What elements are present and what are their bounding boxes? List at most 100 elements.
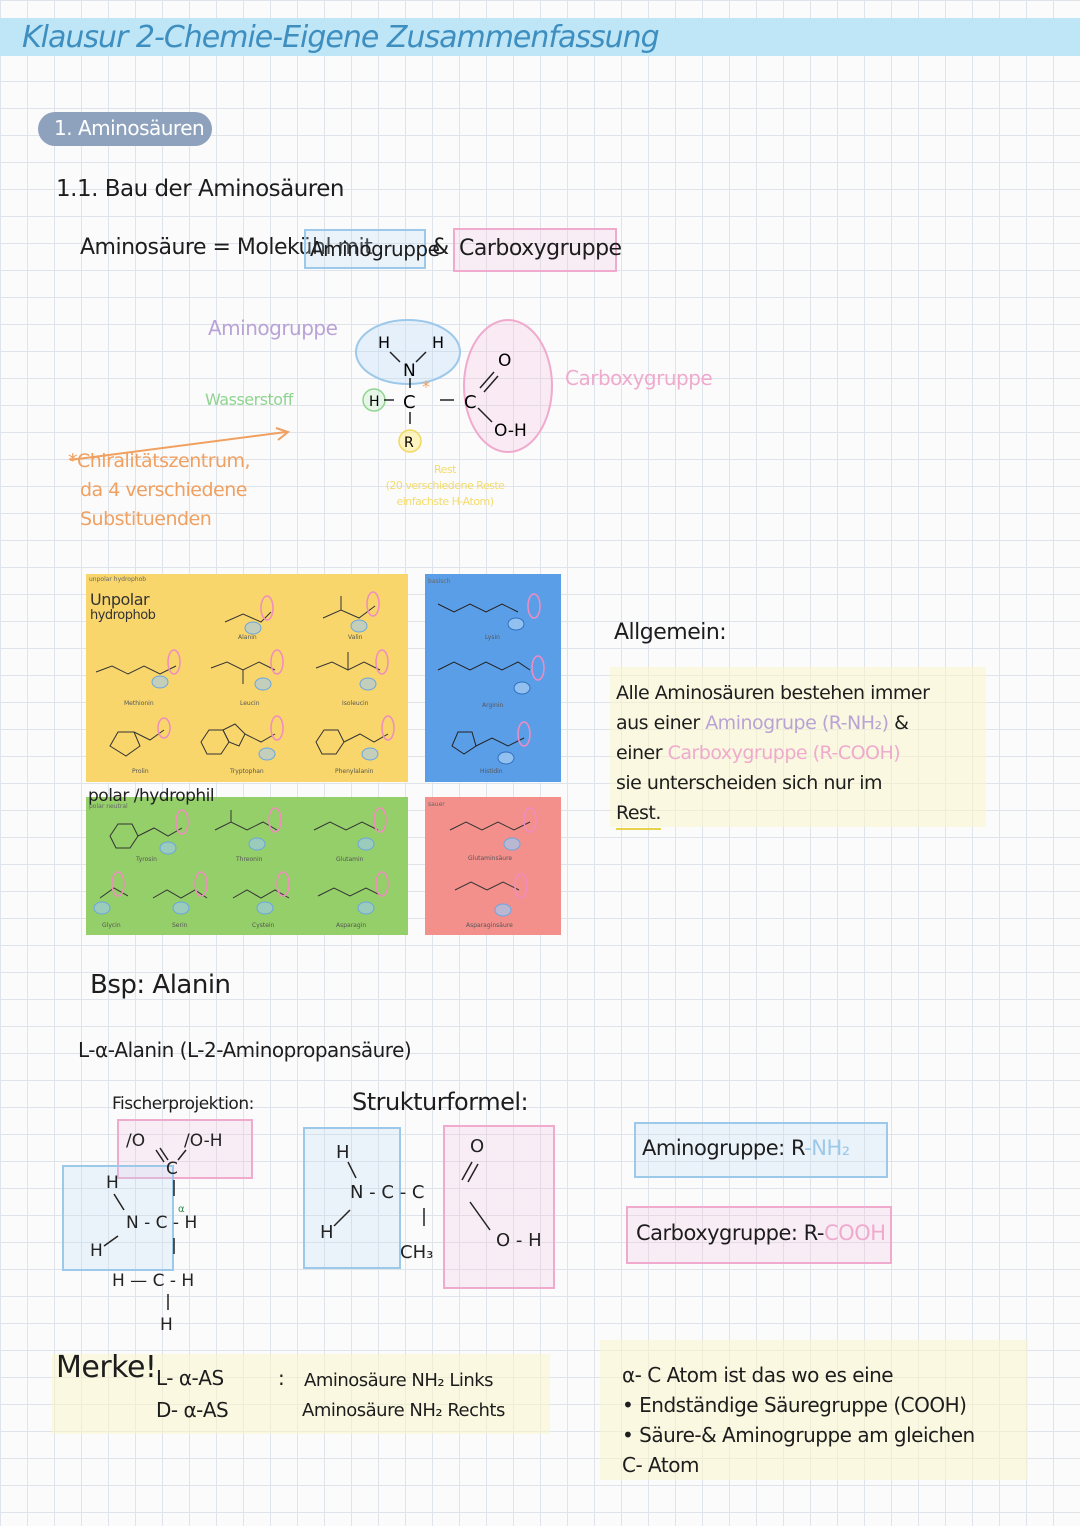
allgemein-line5: Rest. — [616, 798, 661, 830]
legend-carboxy-label: Carboxygruppe: — [636, 1221, 798, 1245]
alpha-note-line2: • Endständige Säuregruppe (COOH) — [622, 1393, 967, 1417]
legend-amino-box: Aminogruppe: R-NH₂ — [634, 1122, 888, 1178]
chiral-note: *Chiralitätszentrum, da 4 verschiedene S… — [68, 447, 251, 534]
svg-text:CH₃: CH₃ — [400, 1242, 433, 1263]
chiral-note-line3: Substituenden — [80, 508, 212, 530]
legend-carboxy-cooh: COOH — [824, 1221, 886, 1245]
allgemein-line4: sie unterscheiden sich nur im — [616, 772, 883, 794]
svg-text:H: H — [320, 1222, 334, 1243]
basisch-tag: basisch — [428, 578, 451, 585]
polar-title: polar /hydrophil — [88, 786, 215, 806]
aa-name-histidin: Histidin — [480, 768, 503, 775]
definition-prefix: Aminosäure = Molekühl mit — [80, 235, 373, 260]
merke-colon: : — [278, 1366, 285, 1390]
fischer-label: Fischerprojektion: — [112, 1094, 254, 1114]
aa-name-prolin: Prolin — [132, 768, 149, 775]
aa-name-cystein: Cystein — [252, 922, 275, 929]
alpha-note-line3: • Säure-& Aminogruppe am gleichen — [622, 1423, 975, 1447]
legend-carboxy-box: Carboxygruppe: R-COOH — [626, 1206, 892, 1264]
title-bar — [0, 18, 1080, 56]
allgemein-line1: Alle Aminosäuren bestehen immer — [616, 682, 930, 704]
section-badge: 1. Aminosäuren — [38, 112, 212, 146]
chiral-note-line1: *Chiralitätszentrum, — [68, 450, 251, 472]
atom-o-top: O — [498, 351, 511, 371]
rest-note-line2: (20 verschiedene Reste — [385, 479, 505, 492]
aa-structure-asparagin — [317, 871, 389, 915]
allgemein-line3: einer Carboxygruppe (R-COOH) — [616, 738, 929, 768]
aa-structure-phenylalanin — [315, 715, 395, 761]
svg-text:N - C - C: N - C - C — [350, 1182, 424, 1203]
allgemein-amino-term: Aminogrupe (R-NH₂) — [705, 712, 889, 734]
aa-structure-cystein — [232, 871, 290, 915]
atom-r: R — [404, 435, 414, 451]
merke-l-desc: Aminosäure NH₂ Links — [304, 1370, 494, 1391]
aa-structure-glycin — [93, 871, 129, 915]
aa-name-glycin: Glycin — [102, 922, 121, 929]
atom-h-left: H — [369, 394, 380, 410]
aa-structure-serin — [152, 871, 208, 915]
svg-text:H — C - H: H — C - H — [112, 1271, 194, 1291]
aa-structure-tyrosin — [109, 809, 189, 855]
chiral-star: * — [422, 377, 430, 396]
allgemein-line2: aus einer Aminogrupe (R-NH₂) & — [616, 708, 929, 738]
legend-amino: Aminogruppe: R-NH₂ — [642, 1136, 850, 1160]
svg-text:O: O — [470, 1136, 484, 1157]
atom-h1: H — [378, 333, 390, 352]
amino-group-ellipse — [355, 319, 461, 385]
atom-c-center: C — [403, 392, 416, 413]
amino-acid-structure-diagram: H H N H C * R C O O-H — [69, 319, 553, 461]
chiral-note-line2: da 4 verschiedene — [80, 479, 247, 501]
aa-name-tyrosin: Tyrosin — [136, 856, 157, 863]
allgemein-line2-prefix: aus einer — [616, 712, 700, 734]
carboxy-group-ellipse — [463, 319, 553, 453]
aa-structure-arginin — [437, 655, 545, 695]
aa-structure-prolin — [109, 717, 171, 757]
carboxy-highlight-box: Carboxygruppe — [453, 228, 622, 272]
chiral-arrow — [69, 431, 287, 461]
rest-note-line3: einfachste H-Atom) — [396, 495, 494, 508]
unpolar-title-line2: hydrophob — [90, 608, 156, 623]
aa-name-threonin: Threonin — [236, 856, 263, 863]
aa-name-lysin: Lysin — [485, 634, 500, 641]
allgemein-line3-prefix: einer — [616, 742, 663, 764]
rest-note-line1: Rest — [434, 463, 456, 476]
rest-circle — [398, 429, 422, 453]
aa-name-asparaginsaeure: Asparaginsäure — [466, 922, 513, 929]
merke-d-desc: Aminosäure NH₂ Rechts — [302, 1400, 505, 1421]
aa-name-phenylalanin: Phenylalanin — [335, 768, 374, 775]
alpha-note-line1: α- C Atom ist das wo es eine — [622, 1363, 894, 1387]
unpolar-tag: unpolar hydrophob — [89, 576, 147, 583]
legend-carboxy-r: R- — [803, 1221, 825, 1245]
unpolar-title: Unpolar hydrophob — [90, 590, 156, 624]
alpha-note-bg — [600, 1340, 1028, 1480]
unpolar-title-line1: Unpolar — [90, 590, 150, 609]
label-carboxygruppe: Carboxygruppe — [565, 366, 713, 390]
definition-amp: & — [432, 235, 449, 260]
aa-name-asparagin: Asparagin — [336, 922, 367, 929]
svg-text:N - C - H: N - C - H — [126, 1213, 197, 1233]
aa-structure-glutaminsaeure — [449, 807, 537, 851]
aa-structure-isoleucin — [315, 649, 389, 691]
merke-d-row: D- α-AS — [156, 1398, 229, 1422]
example-name: L-α-Alanin (L-2-Aminopropansäure) — [78, 1038, 412, 1062]
page-title: Klausur 2-Chemie-Eigene Zusammenfassung — [22, 20, 660, 55]
rest-note: Rest (20 verschiedene Reste einfachste H… — [340, 462, 550, 510]
svg-text:C: C — [166, 1159, 178, 1179]
aa-name-isoleucin: Isoleucin — [342, 700, 369, 707]
svg-text:H: H — [160, 1315, 173, 1335]
aa-name-valin: Valin — [348, 634, 363, 641]
aa-structure-alanin — [224, 595, 274, 635]
fischer-projection: /O/O-H C H N - C - H H H — C - H H α — [62, 1119, 253, 1335]
aa-structure-valin — [322, 591, 380, 633]
svg-text:/O: /O — [126, 1131, 145, 1151]
allgemein-amp: & — [894, 712, 909, 734]
atom-c-carboxy: C — [464, 392, 477, 413]
atom-h2: H — [432, 333, 444, 352]
aa-name-serin: Serin — [172, 922, 188, 929]
structural-formula: H N - C - C H CH₃ O O - H — [303, 1125, 555, 1289]
aa-name-tryptophan: Tryptophan — [230, 768, 264, 775]
merke-note-bg — [52, 1354, 550, 1434]
label-wasserstoff: Wasserstoff — [205, 390, 293, 409]
aa-structure-histidin — [451, 721, 531, 765]
svg-text:α: α — [178, 1204, 185, 1215]
